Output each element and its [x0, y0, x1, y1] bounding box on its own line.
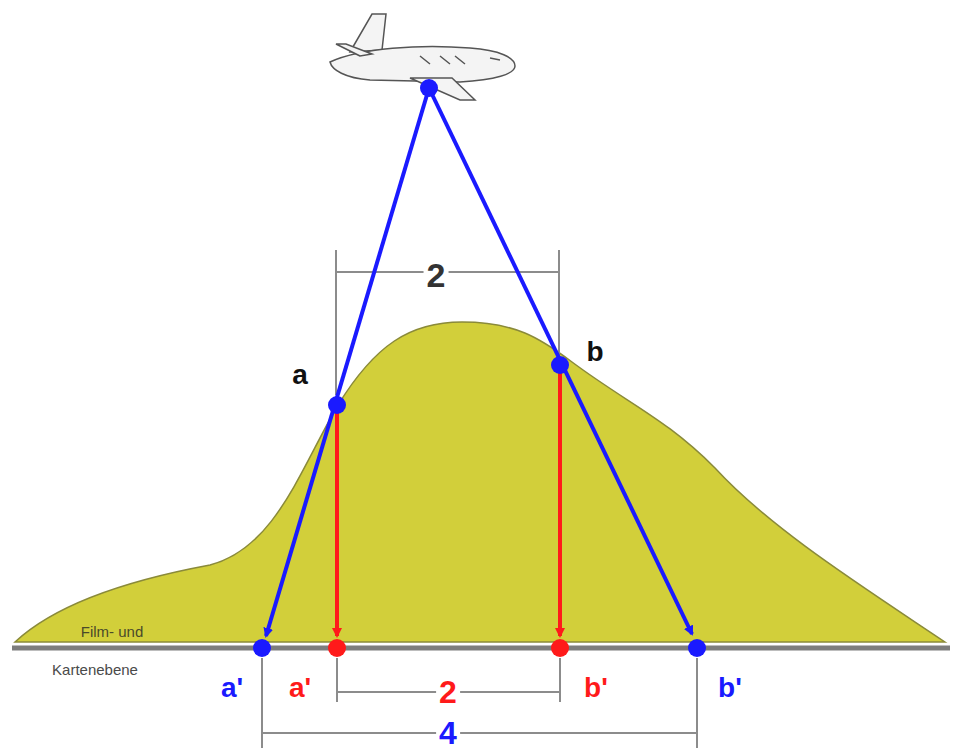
- projection-rays: [266, 88, 692, 636]
- point-label: a: [289, 360, 311, 390]
- dimension-bottom: [262, 658, 697, 748]
- dimension-top: [336, 250, 559, 395]
- projected-point: b': [715, 673, 745, 703]
- dimension-value: 2: [424, 257, 449, 293]
- orthogonal-projection: [337, 365, 560, 636]
- airplane: [330, 14, 515, 100]
- dimension-value: 4: [436, 716, 460, 750]
- projected-point: a': [218, 673, 246, 703]
- projected-point: a': [286, 673, 314, 703]
- plane-label: Film- und: [78, 623, 147, 640]
- dimension-value: 2: [436, 675, 460, 709]
- film-plane: [12, 646, 950, 651]
- projected-point: b': [581, 673, 611, 703]
- hill: [15, 322, 945, 642]
- points: [253, 79, 706, 657]
- plane-label: Kartenebene: [49, 661, 141, 678]
- point-label: b: [583, 337, 606, 367]
